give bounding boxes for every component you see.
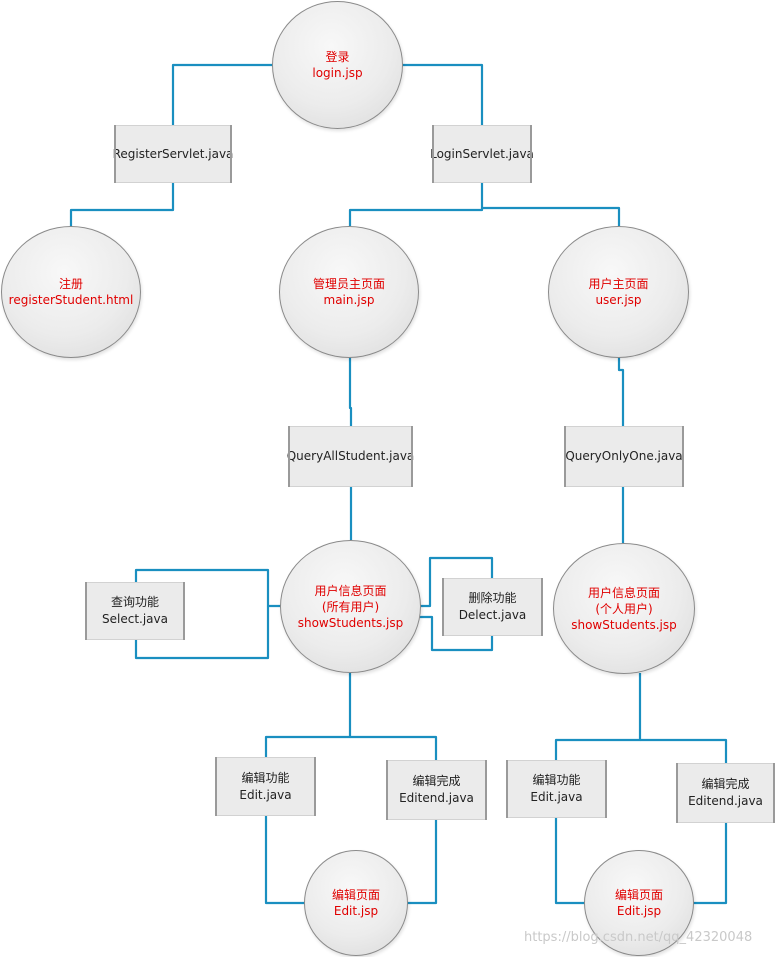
node-show-all-title: 用户信息页面 — [314, 583, 387, 598]
node-show-all[interactable]: 用户信息页面 (所有用户) showStudents.jsp — [280, 540, 421, 673]
box-select[interactable]: 查询功能 Select.java — [85, 582, 185, 640]
edge-show-all-editend-left — [350, 735, 438, 760]
node-edit-page-right-title: 编辑页面 — [614, 888, 663, 902]
edge-edit-left-page — [264, 816, 306, 905]
node-register[interactable]: 注册 registerStudent.html — [1, 226, 141, 358]
box-editend-right-file: Editend.java — [688, 794, 763, 808]
box-edit-right-file: Edit.java — [530, 790, 583, 804]
box-edit-left-file: Edit.java — [239, 787, 292, 802]
box-query-all[interactable]: QueryAllStudent.java — [286, 426, 415, 487]
edge-select-show-all — [134, 606, 270, 660]
box-editend-left[interactable]: 编辑完成 Editend.java — [386, 760, 487, 820]
box-register-servlet-label: RegisterServlet.java — [112, 146, 234, 161]
edge-login-servlet-user — [482, 206, 621, 226]
edge-login-register-servlet — [171, 63, 272, 125]
node-admin-title: 管理员主页面 — [312, 277, 385, 291]
box-delete-title: 删除功能 — [468, 591, 517, 605]
box-editend-left-file: Editend.java — [399, 791, 474, 805]
node-edit-page-left-file: Edit.jsp — [333, 904, 379, 918]
node-edit-page-left[interactable]: 编辑页面 Edit.jsp — [304, 850, 408, 956]
node-show-one[interactable]: 用户信息页面 (个人用户) showStudents.jsp — [553, 543, 695, 674]
edge-show-all-delete — [420, 556, 494, 608]
box-edit-right[interactable]: 编辑功能 Edit.java — [506, 760, 607, 818]
box-edit-left[interactable]: 编辑功能 Edit.java — [215, 757, 316, 816]
edge-register-servlet-register — [69, 183, 175, 226]
node-user-main[interactable]: 用户主页面 user.jsp — [548, 226, 689, 358]
node-register-file: registerStudent.html — [8, 293, 134, 307]
node-login-file: login.jsp — [312, 66, 363, 80]
edge-delete-show-all — [420, 615, 494, 652]
node-edit-page-left-title: 编辑页面 — [331, 888, 380, 902]
edge-admin-query-all — [348, 357, 353, 426]
box-select-title: 查询功能 — [110, 595, 159, 609]
edge-page-editend-right — [693, 823, 728, 905]
edge-login-servlet-admin — [348, 183, 484, 226]
edge-show-all-select — [134, 568, 281, 608]
box-register-servlet[interactable]: RegisterServlet.java — [112, 125, 234, 183]
node-show-all-file: showStudents.jsp — [297, 615, 404, 630]
edge-edit-right-page — [554, 818, 586, 905]
node-show-one-file: showStudents.jsp — [571, 617, 677, 632]
box-editend-right-title: 编辑完成 — [701, 777, 750, 791]
box-edit-right-title: 编辑功能 — [532, 773, 581, 787]
box-delete[interactable]: 删除功能 Delect.java — [442, 578, 543, 636]
node-login-title: 登录 — [325, 50, 350, 64]
box-edit-left-title: 编辑功能 — [241, 770, 290, 785]
box-login-servlet[interactable]: LoginServlet.java — [430, 125, 534, 183]
box-select-file: Select.java — [102, 612, 168, 626]
box-editend-right[interactable]: 编辑完成 Editend.java — [676, 763, 775, 823]
watermark: https://blog.csdn.net/qq_42320048 — [524, 930, 753, 945]
node-admin-main[interactable]: 管理员主页面 main.jsp — [279, 226, 419, 358]
edge-page-editend-left — [405, 820, 438, 905]
node-admin-file: main.jsp — [323, 293, 375, 307]
edge-show-all-edit-left — [264, 673, 352, 757]
node-show-one-title: 用户信息页面 — [587, 585, 660, 600]
box-query-one[interactable]: QueryOnlyOne.java — [564, 426, 684, 487]
node-register-title: 注册 — [58, 277, 83, 291]
node-user-file: user.jsp — [595, 293, 642, 307]
node-user-title: 用户主页面 — [588, 277, 649, 291]
node-show-all-sub: (所有用户) — [321, 599, 380, 614]
box-query-all-label: QueryAllStudent.java — [286, 449, 415, 463]
node-edit-page-right[interactable]: 编辑页面 Edit.jsp — [584, 850, 694, 956]
node-login[interactable]: 登录 login.jsp — [272, 1, 403, 129]
edge-user-query-one — [617, 357, 625, 426]
box-delete-file: Delect.java — [458, 608, 527, 622]
box-query-one-label: QueryOnlyOne.java — [565, 449, 683, 463]
edge-show-one-edit-right — [554, 673, 642, 760]
box-editend-left-title: 编辑完成 — [412, 774, 461, 788]
node-edit-page-right-file: Edit.jsp — [616, 904, 662, 918]
node-show-one-sub: (个人用户) — [595, 601, 653, 616]
box-login-servlet-label: LoginServlet.java — [430, 146, 534, 161]
edge-show-one-editend-right — [640, 738, 728, 763]
edge-login-login-servlet — [402, 63, 484, 125]
